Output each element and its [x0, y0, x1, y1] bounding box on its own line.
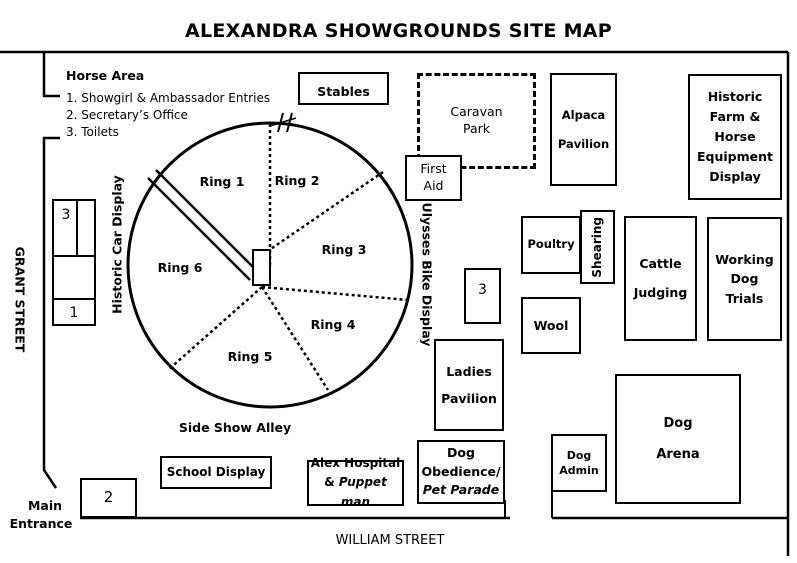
cattle-line-1: Cattle: [639, 255, 682, 271]
working-dog-line-3: Trials: [725, 290, 764, 306]
dog-admin-line-1: Dog: [566, 448, 592, 462]
ring-race-line-a: [147, 177, 251, 281]
historic-farm-line-5: Display: [709, 169, 761, 184]
wool-label: Wool: [533, 317, 569, 333]
ring-divider-right: [261, 285, 409, 302]
dog-obedience-box: Dog Obedience/ Pet Parade: [417, 440, 505, 504]
caravan-park-line-1: Caravan: [450, 104, 503, 120]
historic-farm-line-1: Historic: [707, 89, 763, 104]
main-entrance-line-1: Main: [27, 498, 63, 513]
first-aid-line-1: First: [420, 161, 447, 177]
first-aid-box: First Aid: [405, 155, 462, 201]
dog-obedience-line-1: Dog: [447, 444, 475, 460]
ring-3-label: Ring 3: [321, 242, 367, 257]
left-building-outline: [52, 199, 96, 326]
horse-area-item-3: 3. Toilets: [66, 125, 119, 139]
ring-2-label: Ring 2: [274, 173, 320, 188]
left-showgirl-number: 1: [69, 305, 79, 321]
toilets-centre-number: 3: [478, 282, 487, 298]
side-show-alley-label: Side Show Alley: [178, 420, 292, 435]
dog-obedience-line-3: Pet Parade: [422, 482, 500, 498]
caravan-park-line-2: Park: [462, 121, 490, 136]
dog-obedience-line-2: Obedience/: [421, 463, 501, 479]
school-display-box: School Display: [160, 456, 272, 489]
historic-farm-line-2: Farm &: [709, 109, 761, 124]
ulysses-bike-display-label: Ulysses Bike Display: [419, 202, 435, 347]
dog-arena-box: Dog Arena: [615, 374, 741, 504]
dog-arena-line-2: Arena: [656, 447, 700, 462]
historic-farm-line-4: Equipment: [697, 149, 773, 164]
first-aid-line-2: Aid: [423, 178, 444, 193]
alpaca-pavilion-box: Alpaca Pavilion: [550, 73, 617, 186]
historic-car-display-label: Historic Car Display: [109, 175, 125, 314]
map-title: ALEXANDRA SHOWGROUNDS SITE MAP: [184, 20, 613, 42]
ring-divider-upper-right: [261, 170, 384, 257]
ring-1-label: Ring 1: [199, 174, 245, 189]
ring-gate-mark-b: [286, 112, 293, 133]
school-display-label: School Display: [166, 465, 266, 480]
ring-gate-mark-c: [269, 117, 297, 127]
wool-box: Wool: [521, 297, 581, 354]
working-dog-line-1: Working: [715, 251, 774, 267]
alpaca-line-1: Alpaca: [561, 107, 606, 122]
ring-centre-box: [252, 249, 271, 286]
boundary-left-lower: [42, 136, 60, 489]
historic-farm-line-3: Horse: [714, 129, 756, 144]
horse-area-item-1: 1. Showgirl & Ambassador Entries: [66, 91, 271, 105]
cattle-line-2: Judging: [633, 284, 688, 300]
grant-street-label: GRANT STREET: [12, 246, 28, 353]
ring-5-label: Ring 5: [227, 349, 273, 364]
toilets-centre-box: 3: [464, 268, 501, 324]
historic-farm-box: Historic Farm & Horse Equipment Display: [688, 74, 782, 200]
cattle-judging-box: Cattle Judging: [624, 216, 697, 341]
horse-area-item-2: 2. Secretary’s Office: [66, 108, 188, 122]
ladies-pavilion-box: Ladies Pavilion: [434, 339, 504, 431]
dog-admin-line-2: Admin: [559, 464, 599, 477]
shearing-label: Shearing: [590, 216, 605, 278]
ring-race-line-b: [155, 169, 259, 273]
dog-admin-box: Dog Admin: [551, 434, 607, 492]
secretary-office-number: 2: [103, 488, 114, 507]
caravan-park-box: Caravan Park: [417, 73, 536, 169]
shearing-box: Shearing: [580, 210, 615, 284]
ring-4-label: Ring 4: [310, 317, 356, 332]
main-entrance-line-2: Entrance: [9, 516, 73, 531]
boundary-left-upper: [42, 52, 60, 98]
ladies-line-2: Pavilion: [441, 391, 497, 406]
working-dog-line-2: Dog: [730, 271, 759, 287]
ring-divider-lower-right: [260, 286, 330, 391]
william-street-label: WILLIAM STREET: [335, 533, 445, 548]
alex-hospital-box: Alex Hospital & Puppet man: [307, 456, 404, 509]
horse-area-legend: Horse Area 1. Showgirl & Ambassador Entr…: [66, 67, 270, 141]
stables-label: Stables: [317, 84, 370, 99]
ring-divider-lower-left: [167, 286, 263, 371]
alex-hospital-line-1: Alex Hospital: [310, 456, 401, 471]
poultry-label: Poultry: [527, 237, 575, 252]
working-dog-trials-box: Working Dog Trials: [707, 217, 782, 341]
secretary-office-box: 2: [80, 478, 137, 518]
left-toilets-number: 3: [61, 207, 71, 223]
ladies-line-1: Ladies: [446, 363, 492, 379]
dog-arena-line-1: Dog: [663, 415, 693, 431]
alpaca-line-2: Pavilion: [557, 136, 610, 151]
ring-6-label: Ring 6: [157, 260, 203, 275]
alex-hospital-line-2: & Puppet man: [324, 475, 387, 509]
ring-circle: [126, 121, 414, 409]
horse-area-heading: Horse Area: [66, 68, 145, 83]
poultry-box: Poultry: [521, 216, 581, 274]
stables-box: Stables: [298, 72, 389, 105]
